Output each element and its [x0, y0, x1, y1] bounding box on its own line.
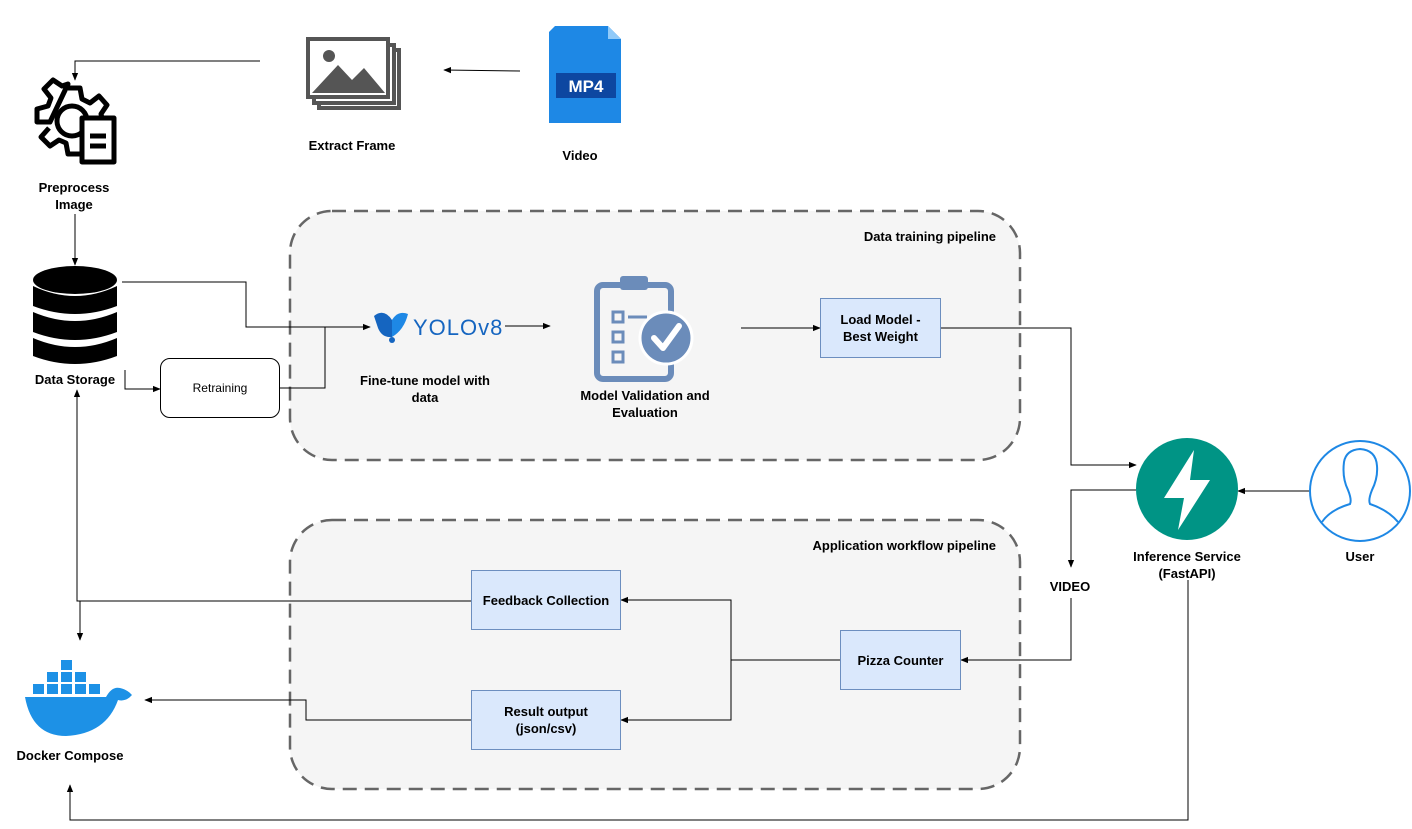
edge-result-docker — [144, 696, 471, 721]
edge-storage-yolo — [122, 281, 371, 331]
feedback-label: Feedback Collection — [482, 592, 610, 608]
pizza-counter-node[interactable]: Pizza Counter — [840, 630, 961, 690]
edge-extract-preprocess — [71, 60, 260, 81]
user-label: User — [1345, 549, 1375, 564]
database-icon — [33, 266, 117, 364]
edge-pizza-result — [620, 660, 732, 724]
preprocess-label: Preprocess Image — [38, 180, 110, 212]
docker-label: Docker Compose — [16, 748, 124, 763]
finetune-label: Fine-tune model with data — [360, 373, 490, 405]
video-label: Video — [562, 148, 598, 163]
retraining-label: Retraining — [192, 381, 248, 395]
edge-video-pizza — [960, 598, 1072, 664]
result-output-node[interactable]: Result output (json/csv) — [471, 690, 621, 750]
data-storage-label: Data Storage — [34, 372, 116, 387]
connectors — [66, 60, 1310, 821]
extract-frame-label: Extract Frame — [308, 138, 396, 153]
edge-pizza-feedback — [620, 596, 840, 661]
edge-inference-docker — [66, 580, 1189, 821]
edge-storage-retraining — [124, 370, 161, 393]
load-model-label: Load Model - Best Weight — [840, 312, 921, 344]
inference-label: Inference Service (FastAPI) — [1133, 549, 1241, 581]
validation-label: Model Validation and Evaluation — [580, 388, 710, 420]
edge-retraining-yolo — [280, 327, 326, 389]
video-edge-label: VIDEO — [1040, 578, 1100, 595]
pizza-counter-label: Pizza Counter — [857, 652, 944, 668]
yolo-logo-icon — [374, 312, 408, 343]
load-model-node[interactable]: Load Model - Best Weight — [820, 298, 941, 358]
mp4-file-icon — [549, 26, 621, 123]
checklist-icon — [594, 276, 694, 382]
result-output-label: Result output (json/csv) — [504, 704, 588, 736]
training-pipeline-title: Data training pipeline — [863, 229, 996, 244]
application-pipeline-title: Application workflow pipeline — [812, 538, 996, 553]
edge-video-extract — [443, 66, 521, 74]
gear-document-icon — [34, 77, 117, 165]
feedback-collection-node[interactable]: Feedback Collection — [471, 570, 621, 630]
yolo-logo-text: YOLOv8 — [413, 315, 503, 340]
retraining-node[interactable]: Retraining — [160, 358, 280, 418]
edge-feedback-storage — [73, 389, 471, 602]
edge-load-inference — [940, 327, 1137, 469]
mp4-badge-label: MP4 — [569, 77, 605, 96]
docker-icon — [25, 660, 132, 736]
user-icon — [1309, 440, 1411, 542]
edge-inference-video — [1067, 489, 1136, 568]
fastapi-icon — [1136, 438, 1238, 540]
images-icon — [306, 37, 401, 110]
